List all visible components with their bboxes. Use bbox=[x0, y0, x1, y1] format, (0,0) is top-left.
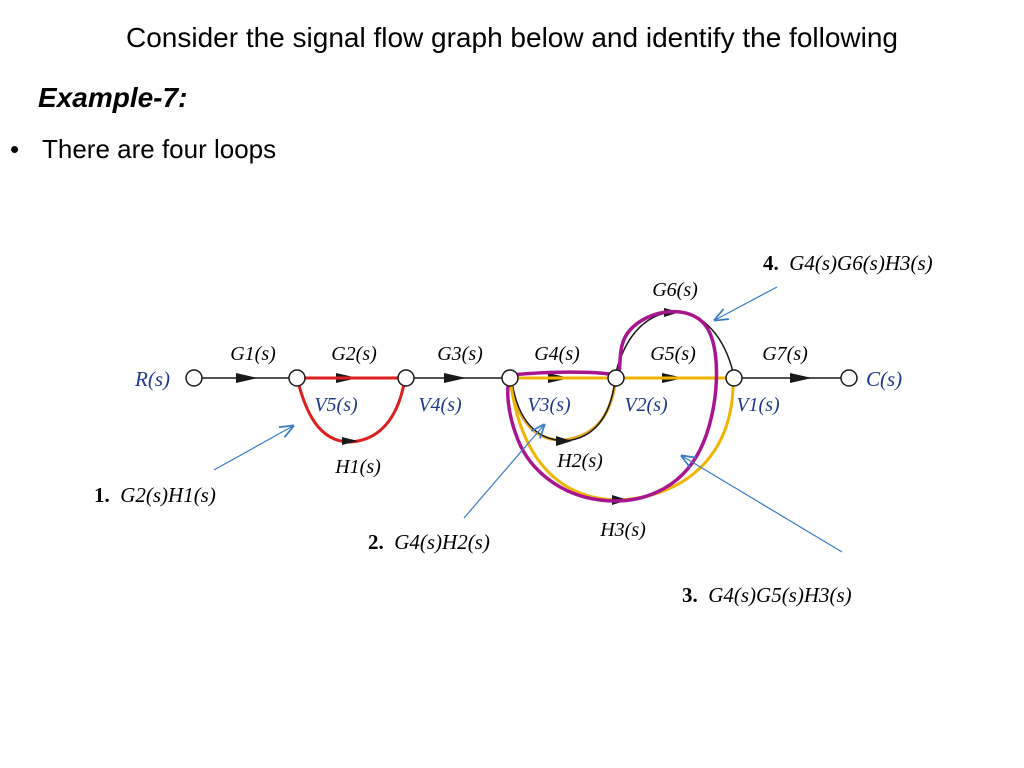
loop-1-text: G2(s)H1(s) bbox=[120, 483, 216, 507]
slide-title: Consider the signal flow graph below and… bbox=[125, 22, 899, 53]
loop-4-text: G4(s)G6(s)H3(s) bbox=[789, 251, 932, 275]
feedback-h1: H1(s) bbox=[334, 456, 381, 478]
loop-label-1: 1. G2(s)H1(s) bbox=[94, 483, 216, 507]
pointer-arrows bbox=[213, 286, 843, 553]
loop-2-text: G4(s)H2(s) bbox=[394, 530, 490, 554]
node-v3 bbox=[501, 369, 519, 387]
graph-nodes bbox=[185, 369, 858, 387]
node-label-v3: V3(s) bbox=[527, 394, 571, 416]
pointer-loop-2 bbox=[463, 425, 544, 519]
feedback-h2: H2(s) bbox=[556, 450, 603, 472]
node-label-v2: V2(s) bbox=[624, 394, 668, 416]
node-output bbox=[840, 369, 858, 387]
node-label-v1: V1(s) bbox=[736, 394, 780, 416]
pointer-loop-3 bbox=[682, 456, 843, 553]
loop-label-3: 3. G4(s)G5(s)H3(s) bbox=[682, 583, 852, 607]
output-label: C(s) bbox=[866, 367, 902, 391]
loop-label-2: 2. G4(s)H2(s) bbox=[368, 530, 490, 554]
node-v4 bbox=[397, 369, 415, 387]
bullet-text: There are four loops bbox=[42, 134, 277, 164]
loop-4-number: 4. bbox=[763, 251, 779, 275]
loop-2-number: 2. bbox=[368, 530, 384, 554]
branch-g6: G6(s) bbox=[652, 279, 698, 301]
branch-g5: G5(s) bbox=[650, 343, 696, 365]
branch-g7: G7(s) bbox=[762, 343, 808, 365]
loop-3-number: 3. bbox=[682, 583, 698, 607]
h1-arrowhead bbox=[342, 437, 358, 445]
node-label-v5: V5(s) bbox=[314, 394, 358, 416]
branch-g1: G1(s) bbox=[230, 343, 276, 365]
node-input bbox=[185, 369, 203, 387]
branch-g4: G4(s) bbox=[534, 343, 580, 365]
loop-label-4: 4. G4(s)G6(s)H3(s) bbox=[763, 251, 933, 275]
input-label: R(s) bbox=[134, 367, 170, 391]
loop-1-number: 1. bbox=[94, 483, 110, 507]
bullet-item: • There are four loops bbox=[10, 134, 276, 165]
node-v1 bbox=[725, 369, 743, 387]
branch-g2: G2(s) bbox=[331, 343, 377, 365]
bullet-icon: • bbox=[10, 134, 20, 164]
h2-arrowhead bbox=[556, 436, 572, 446]
example-heading: Example-7: bbox=[38, 82, 188, 113]
feedback-h3: H3(s) bbox=[599, 519, 646, 541]
node-v2 bbox=[607, 369, 625, 387]
branch-g3: G3(s) bbox=[437, 343, 483, 365]
loop-3-text: G4(s)G5(s)H3(s) bbox=[708, 583, 851, 607]
node-label-v4: V4(s) bbox=[418, 394, 462, 416]
node-v5 bbox=[288, 369, 306, 387]
pointer-loop-1 bbox=[213, 426, 293, 471]
pointer-loop-4 bbox=[715, 286, 778, 320]
